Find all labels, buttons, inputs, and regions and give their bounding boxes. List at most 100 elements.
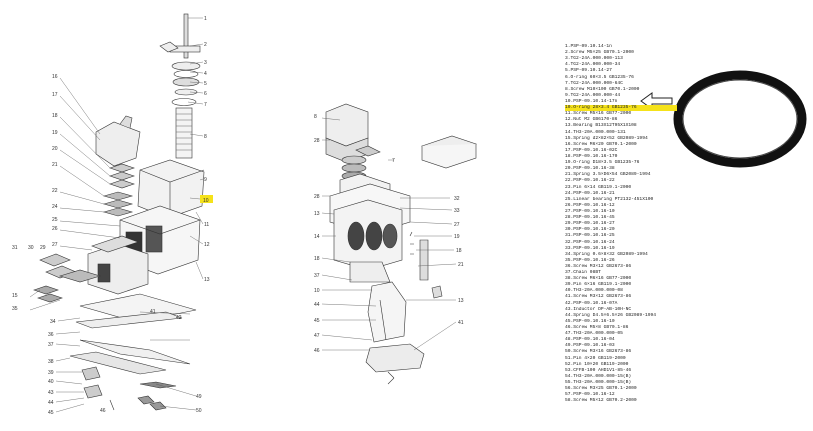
svg-text:33: 33 [454,208,460,214]
parts-list-item: 17.PSP-09.10.16-02C [565,147,618,153]
left-leader-lines [29,17,204,413]
svg-text:7: 7 [392,158,395,164]
svg-text:9: 9 [204,177,207,183]
parts-list-item: 25.Linear bearing PT2132-451X100 [565,196,654,202]
parts-list-item: 55.TH3-20A.000.000-15(B) [565,380,632,386]
svg-text:24: 24 [52,204,58,210]
parts-list-item: 8.Screw M10×100 GB70.1-2000 [565,86,640,92]
parts-list-item: 42.PSP-09.10.16-07A [565,300,618,306]
svg-text:3: 3 [204,60,207,66]
svg-text:46: 46 [100,408,106,414]
svg-text:13: 13 [204,277,210,283]
parts-list-item: 29.PSP-09.10.16-27 [565,221,615,227]
svg-text:12: 12 [204,242,210,248]
parts-list-item: 52.Pin 10×20 GB119-2000 [565,361,629,367]
svg-text:17: 17 [52,92,58,98]
svg-text:45: 45 [314,318,320,324]
svg-text:47: 47 [314,333,320,339]
svg-text:2: 2 [204,42,207,48]
svg-text:18: 18 [456,248,462,254]
svg-text:27: 27 [454,222,460,228]
parts-list-item: 7.TG2-24A.000.000-64C [565,80,623,86]
svg-text:46: 46 [314,348,320,354]
parts-list-item: 27.PSP-09.10.16-10 [565,208,615,214]
svg-text:41: 41 [458,320,464,326]
svg-text:8: 8 [204,134,207,140]
svg-text:10: 10 [314,288,320,294]
parts-list-item: 40.TH3-20A.000.000-08 [565,288,623,294]
parts-list-item: 28.PSP-09.10.16-45 [565,215,615,221]
parts-list-item: 1.PSP-09.10.14-1n [565,44,612,49]
parts-list-item: 20.PSP-09.10.16-38 [565,166,615,172]
parts-list-item: 10.PSP-09.10.14-17n [565,98,618,104]
parts-list-item: 9.TG2-24A.000.000-44 [565,92,621,98]
svg-text:45: 45 [48,410,54,416]
svg-text:50: 50 [196,408,202,414]
parts-list-item: 30.PSP-09.10.16-20 [565,227,615,233]
svg-text:13: 13 [314,211,320,217]
parts-list-item: 21.Spring 3.5×D6×54 GB2089-1994 [565,172,651,178]
svg-text:29: 29 [40,245,46,251]
parts-list-item: 58.Screw M5×12 GB70.2-2000 [565,398,637,404]
parts-list-item: 5.PSP-09.10.14-27 [565,68,612,74]
svg-text:18: 18 [52,113,58,119]
parts-list-item: 23.Pin 6×14 GB119.1-2000 [565,184,632,190]
svg-text:18: 18 [314,256,320,262]
parts-list-item: 38.Screw M6×16 GB77-2000 [565,276,632,282]
parts-list-item: 54.TH3-20A.000.000-15(B) [565,373,632,379]
parts-list-item: 19.O-ring D18×3.5 GB1235-76 [565,160,640,166]
parts-list-item: 37.Chain 08BT [565,270,601,276]
parts-list-item: 12.Nut M2 GB6170-86 [565,117,618,123]
parts-list-item: 49.PSP-09.10.16-03 [565,343,615,349]
parts-list-item: 4.TG2-24A.000.000-34 [565,62,621,68]
svg-text:40: 40 [48,379,54,385]
left-exploded-assembly [33,13,205,411]
svg-text:32: 32 [454,196,460,202]
parts-list-item: 14.TH3-20A.000.000-131 [565,129,626,135]
parts-list-item: 45.PSP-09.10.16-10 [565,318,615,324]
parts-list-item-highlighted: 10.O-ring 28×3.4 GB1235-76 [565,105,677,112]
svg-text:13: 13 [458,298,464,304]
svg-text:20: 20 [52,146,58,152]
parts-list-item: 36.Screw M3×12 GB2673-86 [565,263,632,269]
parts-list-item: 6.O-ring 60×3.5 GB1235-76 [565,74,634,80]
parts-list-item: 43.Inductor DP-AB-10H-NC [565,306,632,312]
middle-leader-lines [321,117,457,351]
svg-text:44: 44 [48,400,54,406]
parts-list-item: 46.Screw M5×8 GB70.1-86 [565,325,629,331]
middle-callout-labels: 7 8 28 28 13 14 18 37 10 44 45 47 46 32 … [314,114,464,354]
callout-10-label: 10 [203,198,209,204]
svg-text:19: 19 [454,234,460,240]
parts-list-item: 11.Screw M5×16 GB77-2000 [565,111,632,117]
svg-text:21: 21 [458,262,464,268]
svg-text:21: 21 [52,162,58,168]
parts-list-item: 41.Screw M3×12 GB2673-86 [565,294,632,300]
parts-list-item: 16.Screw M6×20 GB70.1-2000 [565,141,637,147]
parts-list-item: 50.Screw M3×16 GB2673-86 [565,349,632,355]
svg-text:28: 28 [314,138,320,144]
parts-list-item: 57.PSP-09.10.16-12 [565,392,615,398]
svg-text:6: 6 [204,91,207,97]
svg-text:22: 22 [52,188,58,194]
svg-text:5: 5 [204,81,207,87]
parts-list-item: 26.PSP-09.10.16-12 [565,202,615,208]
svg-text:30: 30 [28,245,34,251]
parts-list-item: 31.PSP-09.10.16-25 [565,233,615,239]
svg-text:4: 4 [204,71,207,77]
parts-list-item: 33.PSP-09.10.16-19 [565,245,615,251]
svg-text:31: 31 [12,245,18,251]
svg-text:16: 16 [52,74,58,80]
svg-text:15: 15 [12,293,18,299]
svg-text:43: 43 [48,390,54,396]
parts-list-item: 3.TG2-24A.000.000-113 [565,56,623,62]
svg-text:44: 44 [314,302,320,308]
parts-list-item: 32.PSP-09.10.16-24 [565,239,615,245]
parts-list-item: 51.Pin 4×20 GB119-2000 [565,355,626,361]
middle-exploded-assembly [325,103,477,385]
parts-list-item: 47.TH3-20A.000.000-05 [565,331,623,337]
callout-10-highlight [200,195,213,203]
svg-text:35: 35 [12,306,18,312]
svg-text:19: 19 [52,130,58,136]
svg-text:26: 26 [52,226,58,232]
